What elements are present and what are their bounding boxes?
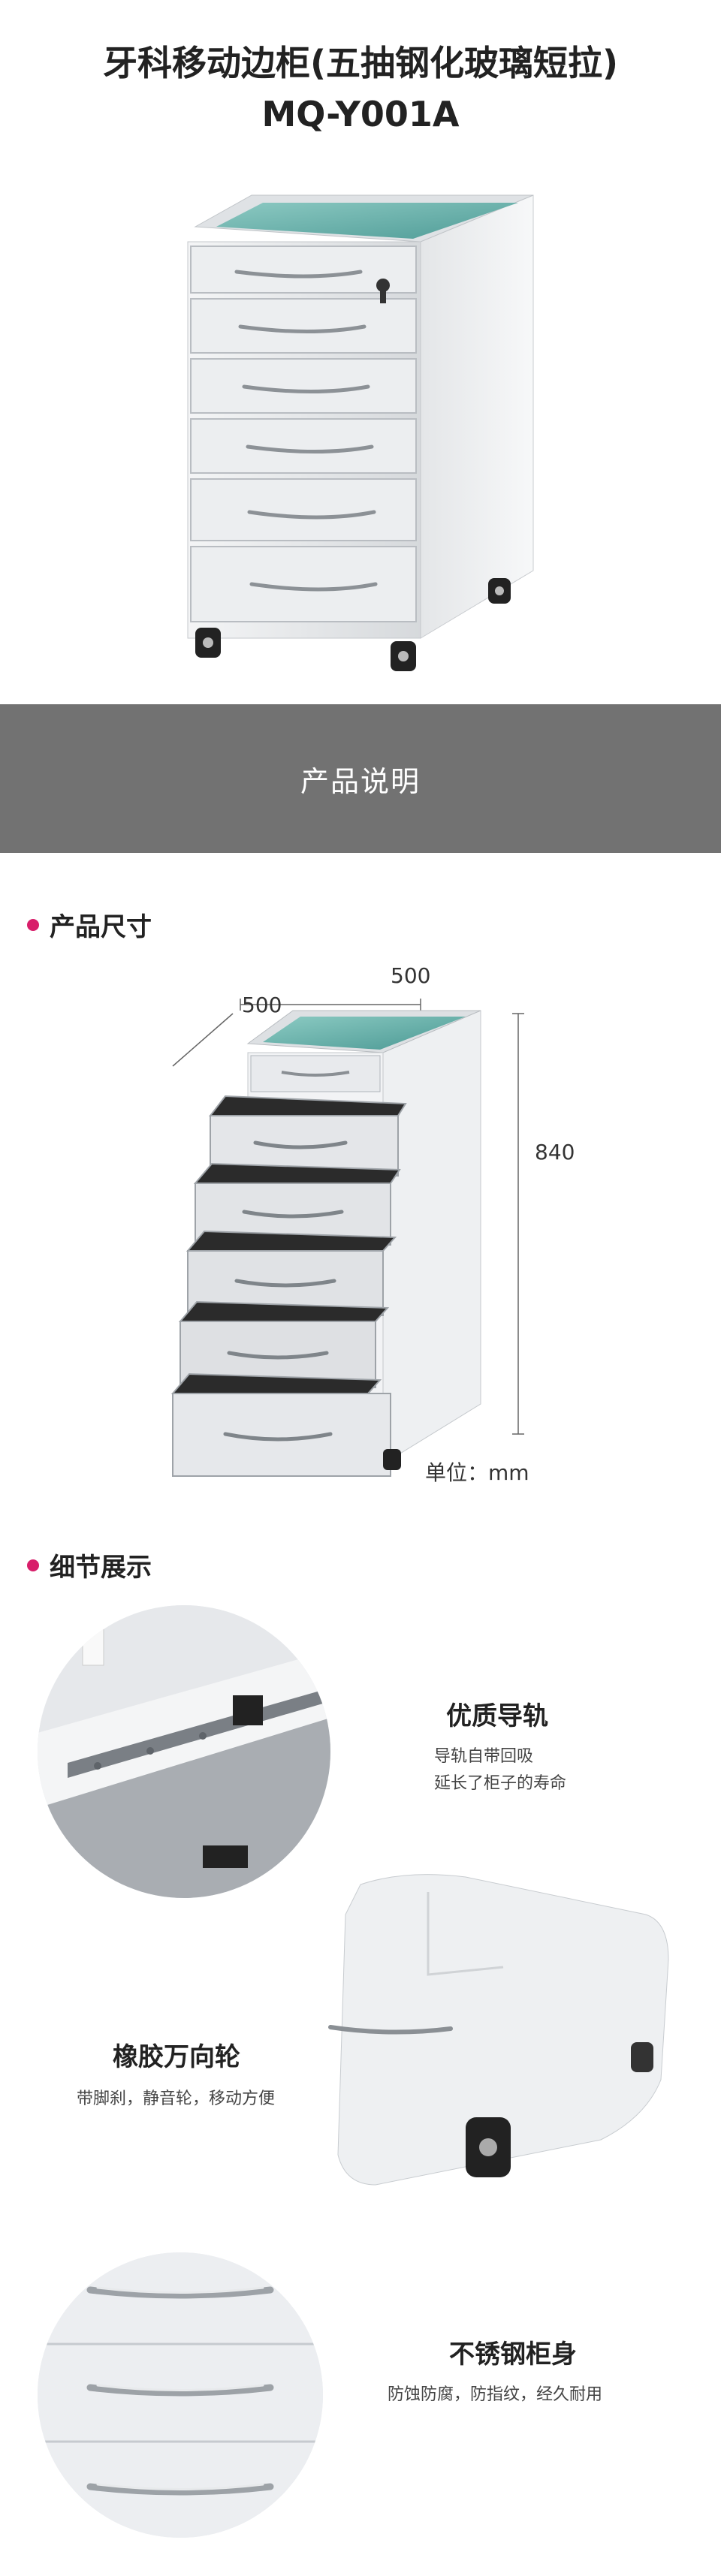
feature-desc-rail-line1: 导轨自带回吸	[434, 1747, 534, 1766]
size-section-title: 产品尺寸	[50, 912, 152, 942]
feature-desc-body-line1: 防蚀防腐，防指纹，经久耐用	[388, 2385, 603, 2404]
unit-label: 单位：mm	[425, 1460, 529, 1485]
feature-title-body: 不锈钢柜身	[449, 2339, 577, 2370]
height-dimension-label: 840	[535, 1140, 575, 1164]
section-banner: 产品说明	[0, 704, 721, 853]
bullet-dot	[27, 918, 39, 931]
width-dimension-label: 500	[391, 963, 431, 988]
size-section-header: 产品尺寸	[27, 906, 152, 943]
banner-label: 产品说明	[300, 764, 421, 798]
cabinet-dimension-image	[170, 999, 524, 1477]
feature-title-rail: 优质导轨	[446, 1701, 548, 1731]
product-model: MQ-Y001A	[261, 94, 460, 134]
bullet-dot	[27, 1559, 39, 1571]
feature-title-wheel: 橡胶万向轮	[113, 2042, 240, 2072]
depth-dimension-label: 500	[242, 993, 282, 1017]
handle-detail-image	[38, 2252, 323, 2538]
detail-section-header: 细节展示	[27, 1547, 152, 1583]
wheel-detail-image	[328, 1874, 669, 2186]
detail-section-title: 细节展示	[50, 1553, 152, 1583]
product-title: 牙科移动边柜(五抽钢化玻璃短拉)	[102, 43, 619, 83]
cabinet-product-image	[187, 194, 534, 671]
feature-desc-wheel-line1: 带脚刹，静音轮，移动方便	[77, 2089, 276, 2108]
feature-desc-rail-line2: 延长了柜子的寿命	[434, 1774, 567, 1793]
rail-detail-image	[38, 1605, 330, 1898]
